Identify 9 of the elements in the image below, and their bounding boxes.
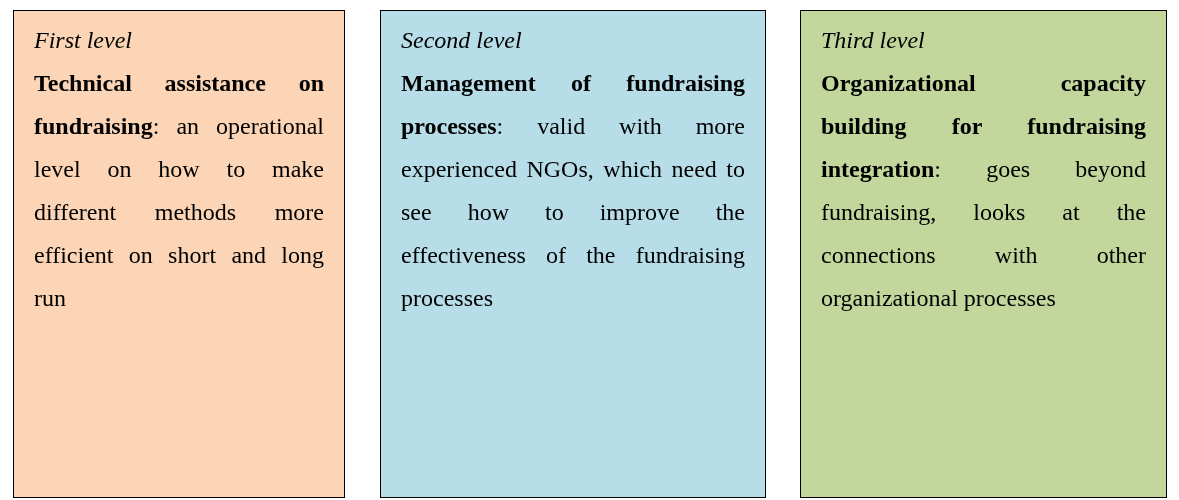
level-card [13,10,345,498]
level-card [800,10,1167,498]
level-card [380,10,766,498]
level-heading: First level [34,26,133,55]
level-heading: Third level [821,26,926,55]
level-description: Organizational capacity building for fundraising integration: goes beyond fundraising, looks at the connections with other organizational processes [821,69,1146,313]
level-description: Technical assistance on fundraising: an operational level on how to make different methods more efficient on short and long run [34,69,324,313]
level-description: Management of fundraising processes: valid with more experienced NGOs, which need to see how to improve the effectiveness of the fundraising processes [401,69,745,313]
level-heading: Second level [401,26,523,55]
